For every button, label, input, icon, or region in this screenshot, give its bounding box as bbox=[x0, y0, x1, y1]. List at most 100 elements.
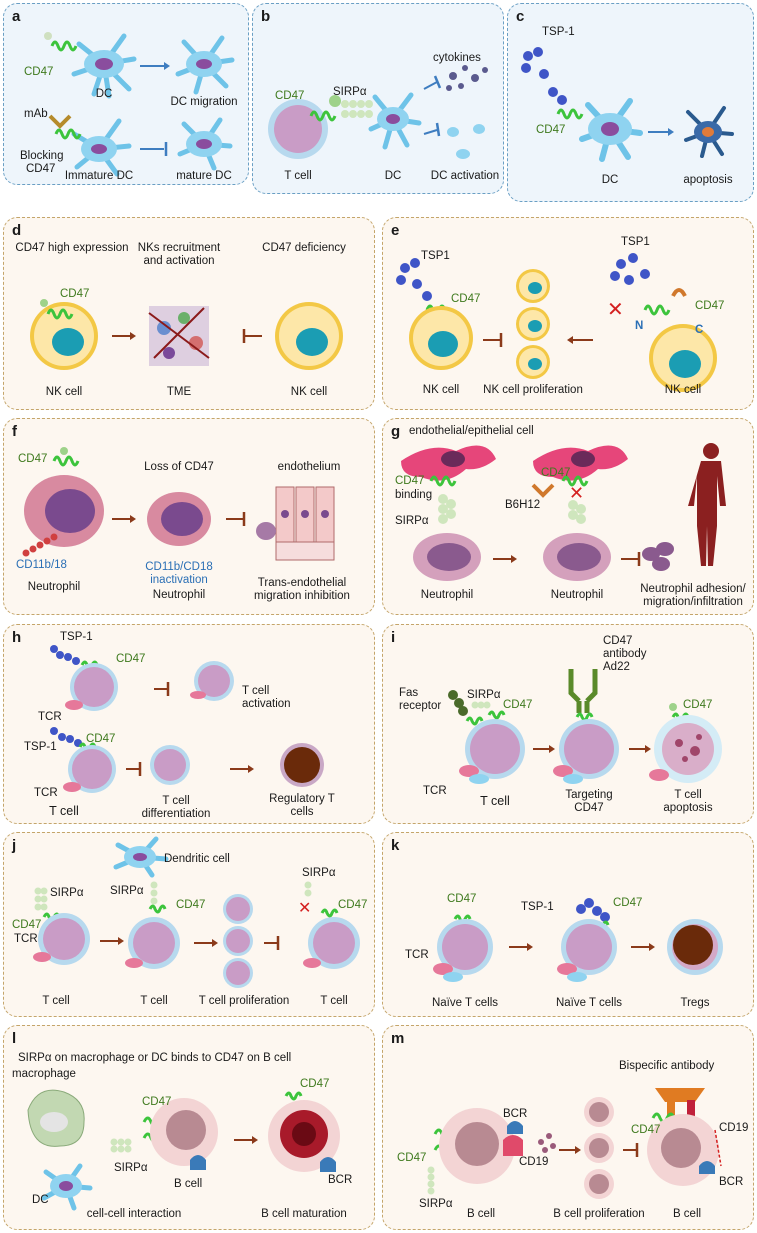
label: differentiation bbox=[141, 808, 211, 820]
label: CD47 bbox=[631, 1124, 661, 1136]
label: CD47 bbox=[86, 733, 116, 745]
tsp1-icon bbox=[576, 898, 610, 922]
label: receptor bbox=[399, 700, 442, 712]
panel-e-art: ✕ bbox=[396, 253, 717, 392]
label: macrophage bbox=[12, 1068, 76, 1080]
label: CD47 bbox=[60, 288, 90, 300]
nk-cell-icon bbox=[30, 302, 98, 370]
cytokine-dots-icon bbox=[538, 1133, 556, 1153]
nk-cell-icon bbox=[649, 324, 717, 392]
label: CD47 bbox=[541, 467, 571, 479]
label: antibody bbox=[603, 648, 647, 660]
label: B cell bbox=[466, 1208, 496, 1220]
label: CD47 bbox=[338, 899, 368, 911]
label: CD11b/CD18 bbox=[145, 561, 213, 573]
label: CD47 bbox=[275, 90, 305, 102]
panel-label: k bbox=[391, 837, 400, 854]
nk-cell-icon bbox=[275, 302, 343, 370]
label: DC bbox=[32, 1194, 49, 1206]
dendritic-cell-icon bbox=[177, 117, 233, 171]
apoptotic-t-cell-icon bbox=[654, 715, 722, 783]
label: apoptosis bbox=[663, 802, 713, 814]
label: TSP-1 bbox=[542, 26, 575, 38]
endothelial-cell-icon bbox=[401, 445, 496, 481]
tsp1-icon bbox=[396, 258, 432, 301]
mature-b-cell-icon bbox=[268, 1100, 340, 1172]
label: activation bbox=[242, 698, 291, 710]
panel-label: m bbox=[391, 1030, 405, 1047]
panel-k: k CD47 TSP-1 CD47 TCR Naïve T cells Naïv… bbox=[382, 832, 754, 1017]
panel-c-art bbox=[521, 47, 734, 162]
label: Neutrophil bbox=[420, 589, 474, 601]
label: TCR bbox=[405, 949, 429, 961]
label: B6H12 bbox=[505, 499, 541, 511]
bcr-icon bbox=[320, 1157, 336, 1172]
label: CD11b/18 bbox=[16, 559, 67, 571]
label: endothelial/epithelial cell bbox=[409, 425, 534, 437]
label: BCR bbox=[328, 1174, 353, 1186]
label: binding bbox=[395, 489, 433, 501]
label: T cell bbox=[49, 804, 79, 818]
label: DC activation bbox=[430, 170, 500, 182]
t-cell-icon bbox=[559, 719, 619, 779]
label: T cell bbox=[674, 789, 702, 801]
macrophage-icon bbox=[27, 1089, 85, 1147]
panel-k-art bbox=[433, 898, 723, 982]
label: TSP-1 bbox=[521, 901, 554, 913]
label: SIRPα bbox=[333, 86, 367, 98]
label: BCR bbox=[719, 1176, 744, 1188]
neutrophil-icon bbox=[147, 492, 211, 546]
panel-label: h bbox=[12, 629, 22, 646]
label: BCR bbox=[503, 1108, 528, 1120]
label: TCR bbox=[423, 785, 447, 797]
panel-i-art bbox=[448, 669, 722, 784]
label: NK cell proliferation bbox=[483, 384, 583, 396]
dendritic-cell-icon bbox=[579, 98, 643, 162]
panel-label: c bbox=[516, 8, 525, 25]
label: B cell maturation bbox=[261, 1208, 347, 1220]
panel-a: a CD47 DC DC migration mAb Blocking CD4 bbox=[3, 3, 249, 185]
label: NKs recruitment bbox=[137, 242, 221, 254]
label: mAb bbox=[24, 108, 48, 120]
panel-label: i bbox=[391, 629, 396, 646]
label: CD47 deficiency bbox=[262, 242, 346, 254]
label: CD47 bbox=[447, 893, 477, 905]
label: Neutrophil bbox=[27, 581, 81, 593]
label: C bbox=[695, 324, 704, 336]
panel-b: b CD47 SIRPα cytokines T cell DC DC acti… bbox=[252, 3, 504, 194]
panel-c: c TSP-1 CD47 DC apoptosis bbox=[507, 3, 754, 202]
label: Immature DC bbox=[64, 170, 134, 182]
human-body-icon bbox=[688, 443, 726, 566]
panel-m: m Bispecific antibody BCR CD19 CD47 CD19… bbox=[382, 1025, 754, 1230]
label: CD47 bbox=[613, 897, 643, 909]
label: migration inhibition bbox=[254, 590, 350, 602]
label: Dendritic cell bbox=[164, 853, 230, 865]
panel-label: d bbox=[12, 222, 22, 239]
label: CD47 bbox=[695, 300, 725, 312]
label: CD47 bbox=[451, 293, 481, 305]
panel-e: e ✕ TSP1 CD47 TSP1 CD47 N C NK cell NK c… bbox=[382, 217, 754, 410]
label: Regulatory T bbox=[269, 793, 335, 805]
label: Targeting bbox=[565, 789, 613, 801]
panel-a-art bbox=[44, 32, 235, 177]
label: T cell bbox=[320, 995, 348, 1007]
panel-l-art bbox=[27, 1089, 340, 1211]
label: B cell proliferation bbox=[553, 1208, 645, 1220]
t-cell-icon bbox=[128, 917, 180, 969]
b-cell-icon bbox=[439, 1108, 515, 1184]
label: DC migration bbox=[170, 96, 238, 108]
label: Neutrophil bbox=[152, 589, 206, 601]
label: SIRPα on macrophage or DC binds to CD47 … bbox=[18, 1052, 292, 1064]
label: T cell bbox=[140, 995, 168, 1007]
panel-label: j bbox=[12, 837, 17, 854]
panel-f: f CD47 Loss of CD47 endothelium CD11b/18… bbox=[3, 418, 375, 615]
panel-h: h TSP-1 CD47 TCR T cell activation CD47 … bbox=[3, 624, 375, 824]
t-cell-icon bbox=[561, 919, 617, 975]
label: CD47 bbox=[24, 66, 54, 78]
cd19-icon bbox=[503, 1135, 523, 1156]
fas-receptor-icon bbox=[448, 690, 468, 716]
label: Naïve T cells bbox=[431, 997, 499, 1009]
label: migration/infiltration bbox=[643, 596, 743, 608]
label: NK cell bbox=[45, 386, 83, 398]
label: CD47 bbox=[395, 475, 425, 487]
